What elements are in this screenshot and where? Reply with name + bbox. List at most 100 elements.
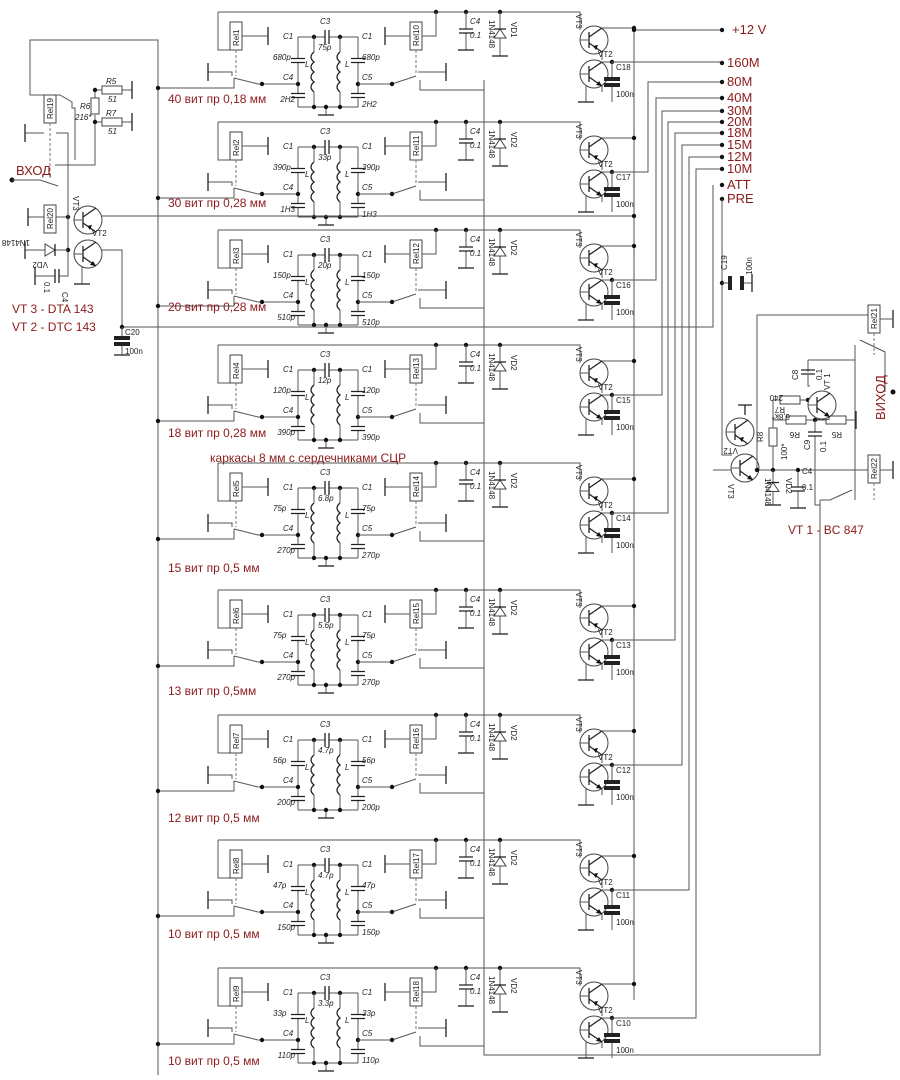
r6-value: 6,8k* [772,412,790,421]
vt2-label: VT2 [598,501,613,510]
transistor-arrow [596,191,602,196]
junction-dot [92,87,98,93]
junction-dot [259,784,265,790]
c1-value: 390p [273,163,291,172]
transistor-arrow [593,496,598,501]
transistor-note: VT 2 - DTC 143 [12,320,96,334]
winding-label: 18 вит пр 0,28 мм [168,426,266,440]
c3-value: 4.7p [318,871,334,880]
c4-label: C4 [283,776,294,785]
c3-value: 33p [318,153,332,162]
output-cap-plates [604,295,620,305]
c1-value: 33p [362,1009,376,1018]
vt2-label: VT2 [598,268,613,277]
c3-coupling-plates [324,858,330,872]
junction-dot [311,214,317,220]
c1-value: 47p [362,881,376,890]
transistor-arrow [593,748,598,753]
c3-label: C3 [320,17,331,26]
c1-right-plates [351,167,365,174]
power-label: +12 V [732,22,767,37]
r5-label: R5 [831,430,842,439]
switch-contact [208,71,233,76]
switch-contact [418,289,484,309]
switch-contact [418,649,484,669]
control-label-pre: PRE [727,191,754,206]
diode-type: 1N4148 [487,353,496,382]
bypass-cap-label: C4 [470,973,481,982]
c5-value: 390p [362,433,380,442]
c4-left-plates [291,920,305,927]
junction-dot [719,79,725,85]
c3-value: 4.7p [318,746,334,755]
junction-dot [155,85,161,91]
relay-drive-wire [217,344,581,384]
c5-label: C5 [362,291,373,300]
switch-common [158,906,235,917]
cap-plates [54,269,60,283]
c1-label: C1 [362,860,372,869]
junction-dot [719,182,725,188]
coil-leads [313,370,341,440]
junction-dot [259,909,265,915]
diode-label: VD1 [509,22,518,38]
junction-dot [631,981,637,987]
junction-dot [155,788,161,794]
junction-dot [337,322,343,328]
diode-icon [493,246,507,257]
diode-label: VD2 [509,473,518,489]
vt2-label: VT2 [598,383,613,392]
switch-contact [208,522,233,527]
inductor-coil [336,754,342,796]
inductor-coil [336,629,342,671]
filter-ground [298,809,358,818]
switch-contact [208,899,233,904]
c1-right-plates [351,57,365,64]
vt3-label: VT3 [574,842,583,857]
coil-leads [313,740,341,810]
c1-label: C1 [283,860,293,869]
switch-blade [233,187,298,195]
junction-dot [259,532,265,538]
junction-dot [389,659,395,665]
inductor-label: L [345,170,349,179]
r8-label: R8 [756,431,765,442]
output-cap-value: 100n [616,918,634,927]
vt2-label: VT2 [598,1006,613,1015]
filter-ground [298,216,358,225]
junction-dot [323,807,329,813]
c3-value: 6.8p [318,494,334,503]
c4-left-plates [291,543,305,550]
junction-dot [337,555,343,561]
switch-blade [233,295,298,303]
output-terminal[interactable] [890,389,896,395]
transistor-arrow [593,873,598,878]
diode-type: 1N4148 [487,238,496,267]
junction-dot [754,467,760,473]
c1-right-plates [351,275,365,282]
junction-dot [719,119,725,125]
relay-label: Rel18 [412,981,421,1002]
filter-ground [298,324,358,333]
bypass-cap-value: 0.1 [470,141,481,150]
transistor-arrow [593,1001,598,1006]
c1-value: 33p [273,1009,287,1018]
control-label-30m: 30M [727,103,752,118]
c4-cap-plates [791,486,805,492]
c4-value: 270p [276,546,295,555]
out-switch2 [819,489,853,540]
junction-dot [311,104,317,110]
c4-left-plates [291,92,305,99]
bypass-cap-value: 0.1 [470,734,481,743]
junction-dot [311,807,317,813]
junction-dot [323,932,329,938]
relay-drive-wire [217,714,581,754]
junction-dot [311,932,317,938]
c5-label: C5 [362,73,373,82]
c1-value: 150p [273,271,291,280]
c1-label: C1 [283,32,293,41]
c3-label: C3 [320,127,331,136]
junction-dot [631,135,637,141]
c5-label: C5 [362,183,373,192]
coil-leads [313,993,341,1063]
